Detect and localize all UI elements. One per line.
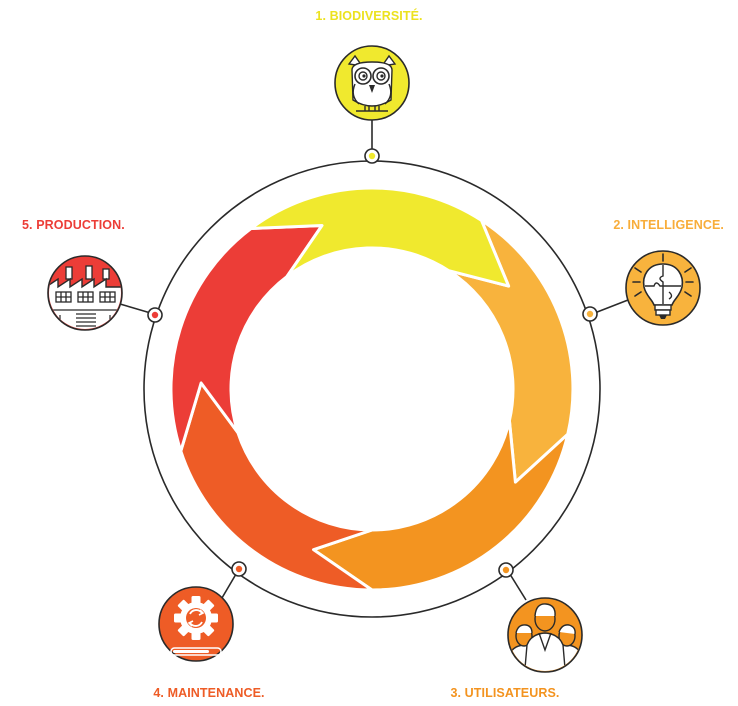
cycle-arrows xyxy=(169,186,575,592)
gear-sync-icon xyxy=(158,586,234,662)
ring-node-maintenance xyxy=(231,561,247,577)
ring-node-intelligence xyxy=(582,306,598,322)
ring-node-production xyxy=(147,307,163,323)
step-label-intelligence: 2. INTELLIGENCE. xyxy=(613,218,724,232)
ring-node-utilisateurs xyxy=(498,562,514,578)
step-label-production: 5. PRODUCTION. xyxy=(22,218,125,232)
step-label-maintenance: 4. MAINTENANCE. xyxy=(153,686,265,700)
factory-icon xyxy=(47,255,123,331)
lightbulb-puzzle-icon xyxy=(625,250,701,326)
connector-intelligence xyxy=(591,299,629,315)
step-label-biodiversite: 1. BIODIVERSITÉ. xyxy=(315,9,423,23)
users-icon xyxy=(507,597,583,673)
arrow-segment-biodiversite xyxy=(249,186,511,288)
ring-node-biodiversite xyxy=(364,148,380,164)
owl-icon xyxy=(334,45,410,121)
step-label-utilisateurs: 3. UTILISATEURS. xyxy=(450,686,560,700)
